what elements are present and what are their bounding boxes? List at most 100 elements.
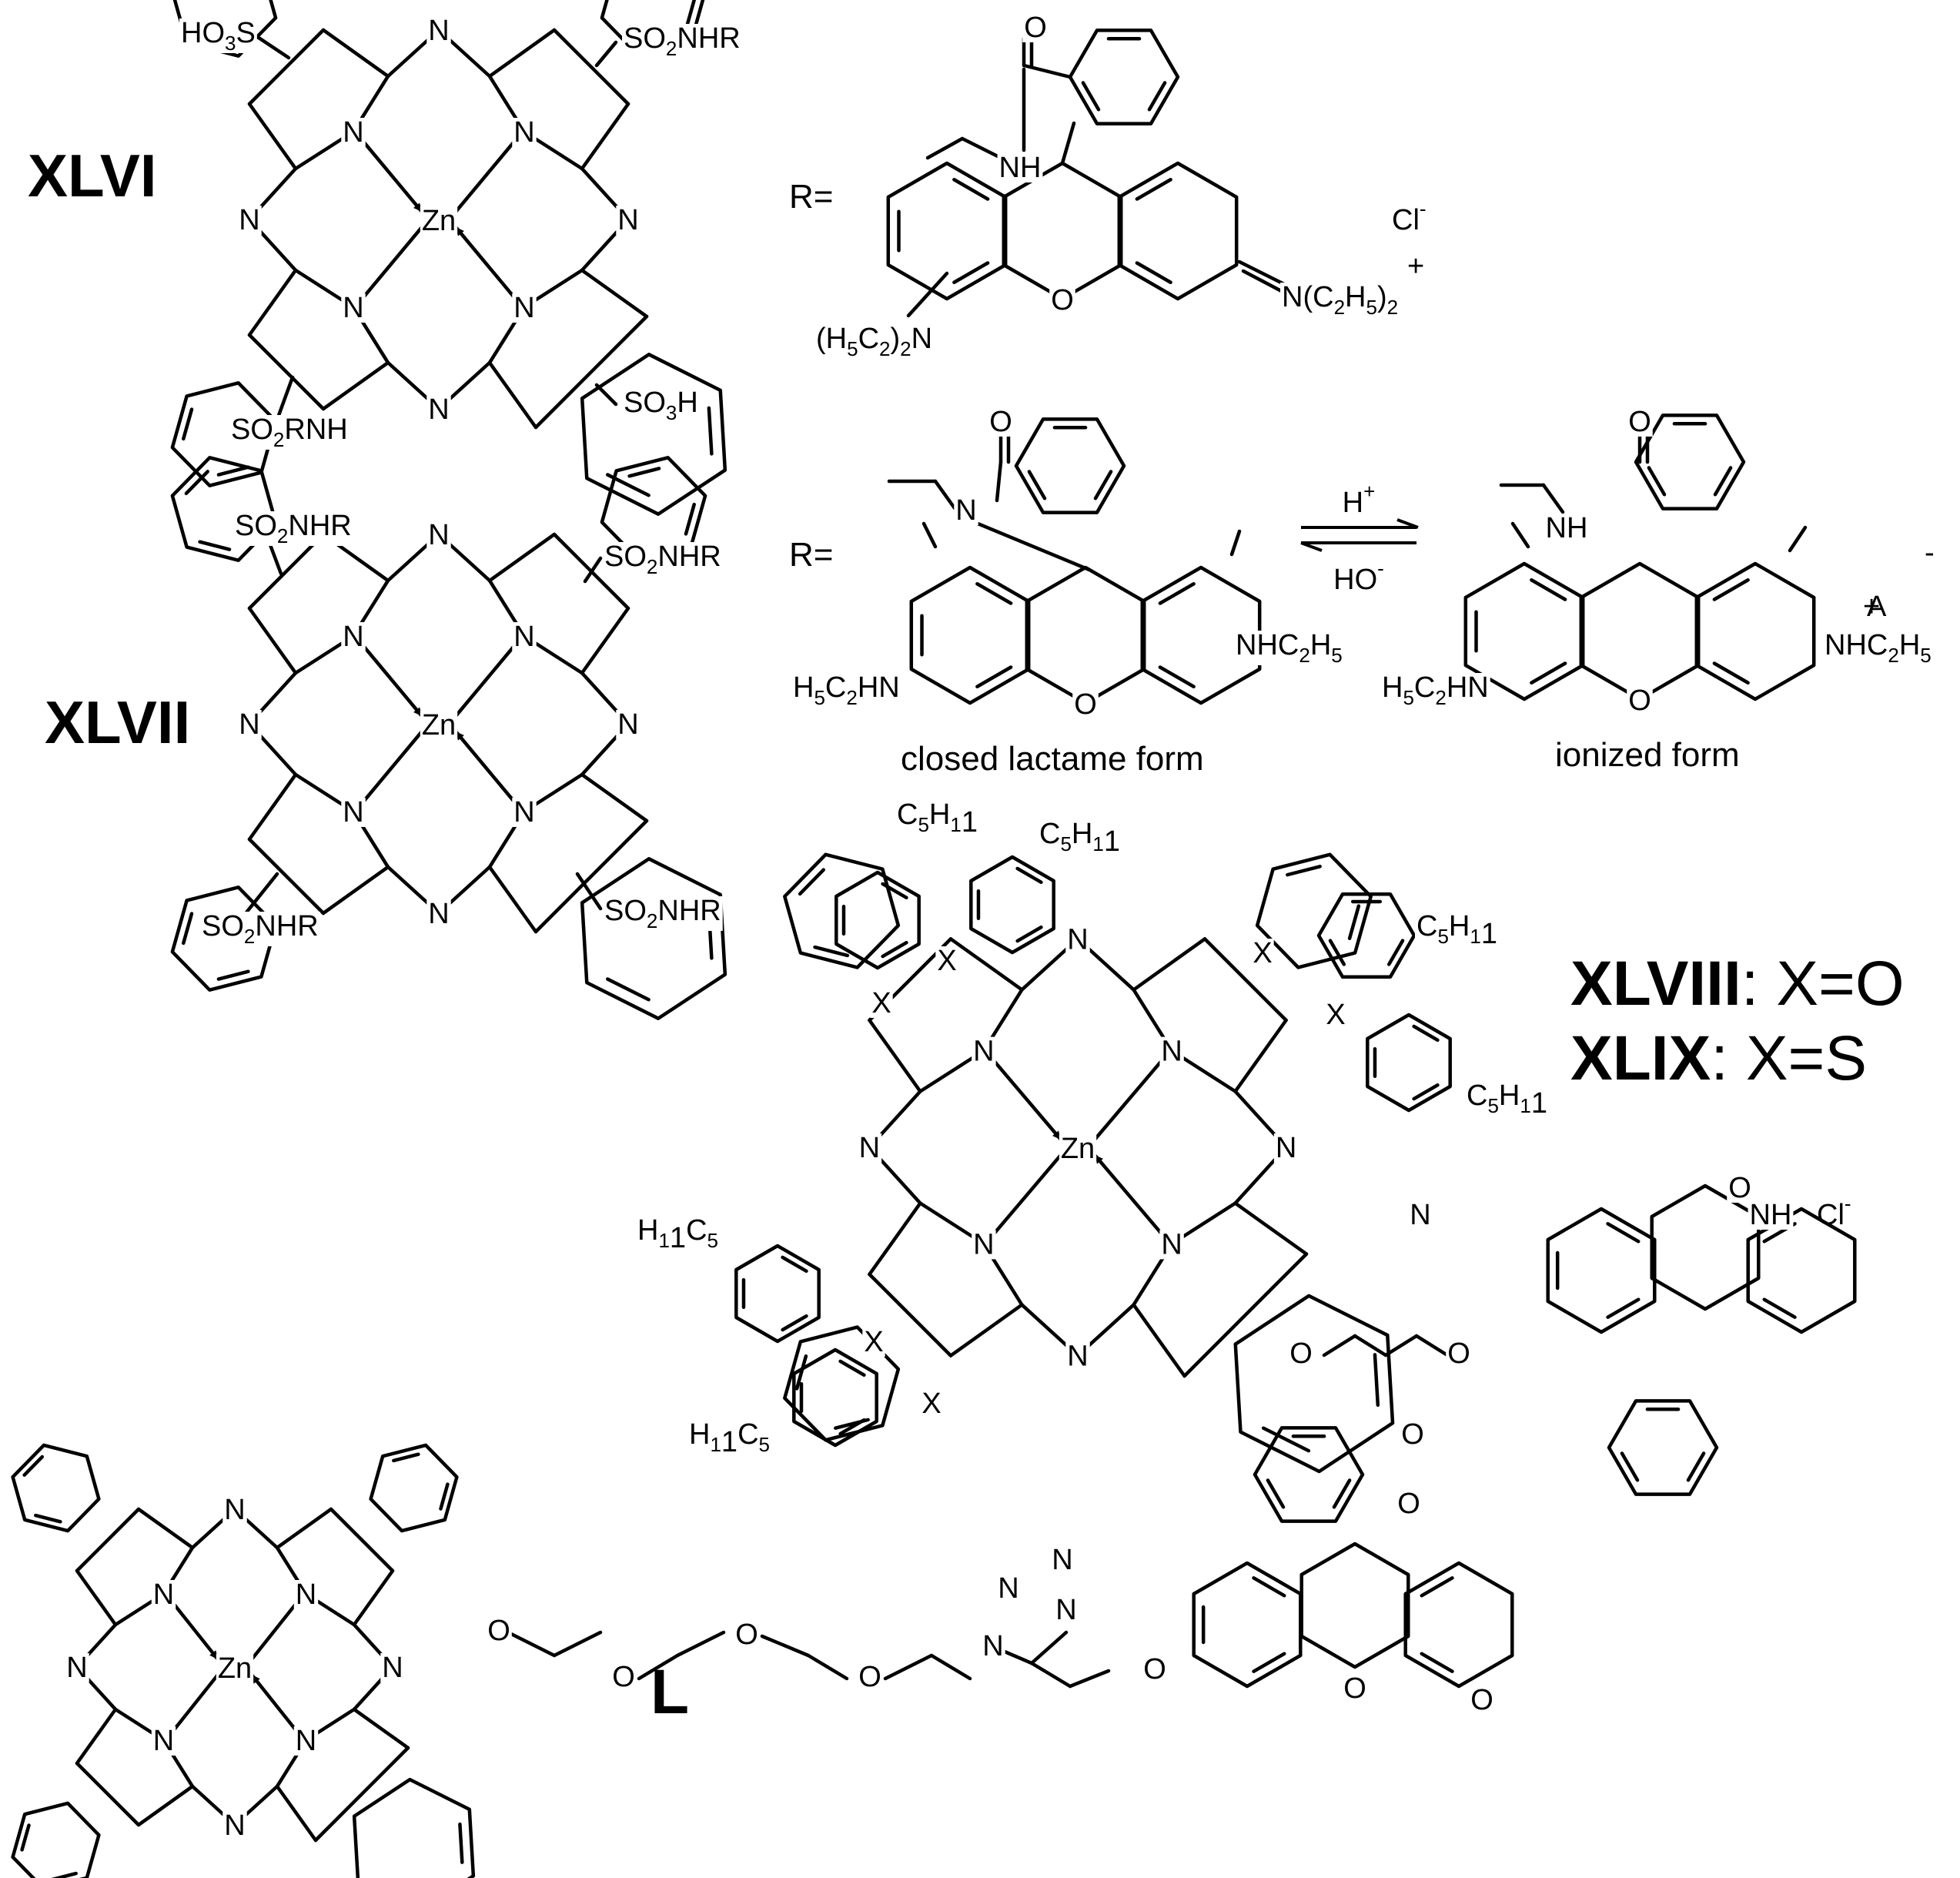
xlviii-rhod-right xyxy=(1746,1207,1857,1334)
xlvii-core-n-zn-bond xyxy=(362,729,424,803)
lactame-phenyl-double-bond xyxy=(1027,470,1047,500)
ionized-xanthene-ring-oxygen: O xyxy=(1628,685,1651,717)
label-backdrop xyxy=(341,293,366,323)
xlviii-core-n-zn-bond-head xyxy=(1052,1130,1061,1140)
xlvi-r-phenyl-double-bond xyxy=(1147,81,1167,112)
l-core-benzo-double xyxy=(458,1822,464,1864)
label-backdrop xyxy=(1065,925,1090,955)
label-xlvi: XLVI xyxy=(28,142,157,209)
label-backdrop xyxy=(1446,1339,1472,1368)
l-core-n-zn-bond xyxy=(172,1602,220,1662)
xlvii-sub-bond xyxy=(244,872,279,915)
l-core-pyrrole-bond xyxy=(275,1784,318,1843)
xlvii-core-n-zn-bond xyxy=(362,644,424,718)
l-core-pyrrole-bond xyxy=(75,1707,118,1766)
l-core-benzo-double xyxy=(439,1482,450,1511)
ionized-imine: NHC2H5 xyxy=(1825,629,1932,667)
l-core-benzo-double xyxy=(392,1452,420,1463)
label-backdrop xyxy=(512,622,537,651)
label-backdrop xyxy=(1408,1200,1433,1230)
xlviii-core-pyrrole-nitrogen: N xyxy=(1161,1036,1182,1068)
xlvii-core-pyrrole-nitrogen: N xyxy=(343,796,363,829)
label-backdrop xyxy=(512,118,537,147)
xlviii-aryl-3 xyxy=(1316,892,1416,979)
label-backdrop xyxy=(420,206,458,236)
label-backdrop xyxy=(420,711,458,740)
l-peg xyxy=(637,1653,680,1681)
label-backdrop xyxy=(179,18,257,53)
xlvi-substituent-so2rnh: SO2RNH xyxy=(231,413,348,451)
label-backdrop xyxy=(512,293,537,323)
xlvi-core-benzo-double xyxy=(707,406,714,456)
xlviii-chain xyxy=(1414,1334,1450,1357)
xlvii-core-n-zn-bond-head xyxy=(413,707,422,716)
label-backdrop xyxy=(616,206,641,235)
chloride-xlviii: Cl- xyxy=(1817,1192,1851,1231)
label-backdrop xyxy=(622,24,742,59)
xlvii-sub-bond xyxy=(267,541,283,576)
label-backdrop xyxy=(687,1420,771,1457)
acid-label: H+ xyxy=(1343,480,1376,519)
xlvi-core-pyrrole-bond xyxy=(321,28,390,79)
label-backdrop xyxy=(237,710,262,739)
l-peg xyxy=(675,1630,726,1658)
base-symbol: HO xyxy=(1333,564,1377,596)
xlviii-core-benzo-ring xyxy=(783,1325,901,1442)
l-fluorescein-pyran xyxy=(1299,1542,1410,1669)
label-backdrop xyxy=(1159,1036,1184,1066)
l-fluorescein-right-double-bond xyxy=(1420,1652,1454,1673)
lactame-bond xyxy=(975,521,1092,572)
xlviii-rhod-left xyxy=(1546,1207,1657,1334)
cation-charge-xlvi: + xyxy=(1407,250,1424,283)
label-backdrop xyxy=(200,912,320,946)
xlviii-core-pyrrole-bond xyxy=(868,1018,922,1093)
label-backdrop xyxy=(1280,283,1400,317)
xlvi-core-n-zn-bond-head xyxy=(413,203,422,212)
xlviii-x-3: X xyxy=(1253,937,1272,969)
label-xlvii: XLVII xyxy=(45,688,190,756)
l-core-n-zn-bond xyxy=(249,1672,297,1732)
l-ester-o-2: O xyxy=(1397,1488,1420,1520)
xlvii-core-benzo-double xyxy=(198,540,232,551)
lactame-xanthene-left-ring xyxy=(909,565,1031,705)
lactame-ethyl xyxy=(933,479,957,511)
xlvi-r-xanthene-left-ring-double-bond xyxy=(952,261,990,284)
ionized-phenyl-double-bond xyxy=(1713,466,1733,497)
label-backdrop xyxy=(981,1632,1005,1661)
label-backdrop xyxy=(1627,686,1653,715)
label-backdrop xyxy=(895,800,979,837)
l-triazole-n4: N xyxy=(1055,1594,1076,1626)
xlvi-r-ethyl xyxy=(960,136,1003,160)
anion-symbol: A xyxy=(1867,591,1887,623)
caption-ionized: ionized form xyxy=(1555,736,1740,774)
xlvi-r-oxygen: O xyxy=(1024,12,1047,44)
label-backdrop xyxy=(870,989,893,1018)
label-backdrop xyxy=(341,622,366,651)
label-backdrop xyxy=(426,899,451,929)
label-backdrop xyxy=(65,1653,89,1682)
xlviii-aryl-4-double-bond xyxy=(1412,1083,1440,1101)
xlvii-core-pyrrole-nitrogen: N xyxy=(513,796,534,829)
l-ester-o-1: O xyxy=(1401,1418,1424,1451)
lactame-nitrogen: N xyxy=(955,494,976,527)
ionized-methyl xyxy=(1788,525,1808,553)
xlvi-substituent-so2nhr: SO2NHR xyxy=(624,22,741,60)
label-backdrop xyxy=(935,946,958,976)
xlvi-core-pyrrole-bond xyxy=(533,314,649,430)
ionized-xanthene-right-ring xyxy=(1694,561,1816,701)
l-linker xyxy=(1029,1661,1072,1689)
label-backdrop xyxy=(229,415,350,450)
xlviii-core-meso-nitrogen: N xyxy=(859,1132,880,1164)
l-fluorescein-keto-o: O xyxy=(1470,1684,1493,1716)
xlvi-core-meso-nitrogen: N xyxy=(617,204,638,236)
xlvi-core-benzo-double xyxy=(216,465,250,477)
xlviii-x-1: X xyxy=(871,987,891,1019)
lactame-xanthene-right-ring-double-bond xyxy=(1158,665,1196,688)
label-backdrop xyxy=(151,1726,176,1756)
ionized-oxygen: O xyxy=(1628,406,1651,438)
xlviii-chain xyxy=(1353,1334,1388,1357)
xlvi-core-meso-nitrogen: N xyxy=(239,204,259,236)
label-backdrop xyxy=(1065,1341,1090,1371)
l-fluorescein-right xyxy=(1403,1561,1514,1689)
xlvii-core-pyrrole-bond xyxy=(487,865,538,934)
